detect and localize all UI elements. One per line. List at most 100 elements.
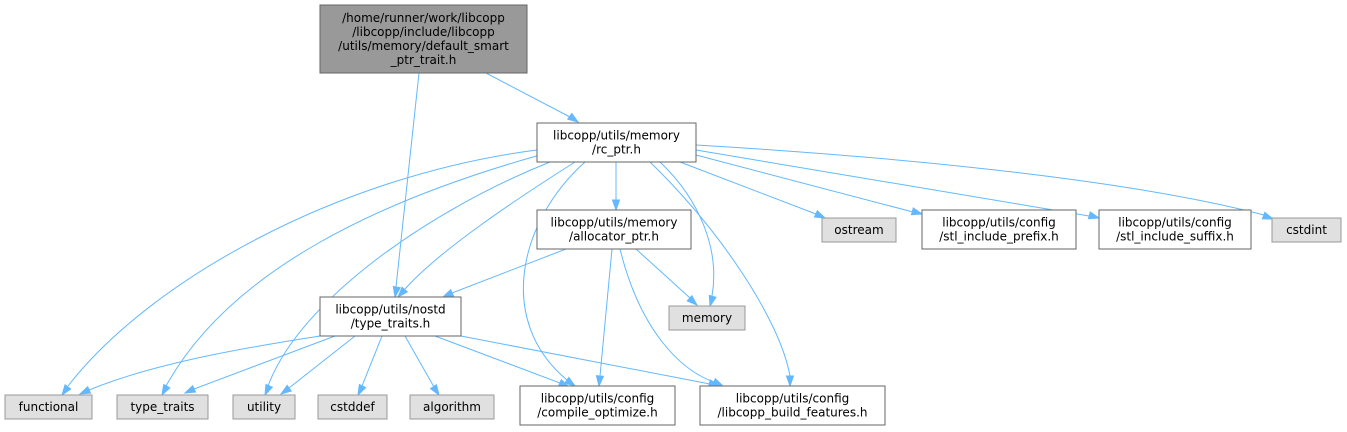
node-compile-optimize[interactable]: libcopp/utils/config/compile_optimize.h [519,385,676,426]
arrowhead [910,207,924,216]
node-root[interactable]: /home/runner/work/libcopp/libcopp/includ… [319,4,528,74]
edge-line [460,335,711,385]
node-label-line: /rc_ptr.h [592,143,641,157]
edge-rc_ptr-to-type_traits_h [396,161,576,299]
edge-type_traits_h-to-algorithm [404,335,440,397]
arrowhead [78,385,92,395]
edge-line [649,161,791,377]
node-label-line: functional [19,400,79,414]
node-box [519,385,676,426]
edge-rc_ptr-to-stl_include_suffix [695,149,1101,220]
node-stl-include-prefix[interactable]: libcopp/utils/config/stl_include_prefix.… [921,209,1077,250]
edge-line [679,161,817,215]
arrowhead [264,383,274,397]
edge-rc_ptr-to-functional [61,149,538,397]
arrowhead [595,375,605,388]
edge-rc_ptr-to-allocator_ptr [611,162,621,212]
edge-line [404,335,435,388]
edge-line [695,144,1265,216]
node-box [116,394,209,420]
edge-type_traits_h-to-type_traits [183,335,336,394]
edge-line [635,248,691,299]
node-box [668,305,746,331]
edges [61,72,1275,397]
node-stl-include-suffix[interactable]: libcopp/utils/config/stl_include_suffix.… [1098,209,1252,250]
node-label-line: _ptr_trait.h [390,53,457,67]
edge-rc_ptr-to-utility [264,161,551,397]
node-box [536,122,697,163]
node-box [319,296,462,337]
arrowhead [441,288,455,298]
edge-line [404,161,576,290]
arrowhead [1087,211,1101,220]
arrowhead [183,384,197,394]
edge-type_traits_h-to-cstddef [357,335,383,397]
node-label-line: libcopp/utils/config [541,392,655,406]
arrowhead [708,294,717,308]
node-label-line: utility [247,400,281,414]
node-label-line: memory [682,311,732,325]
node-allocator-ptr[interactable]: libcopp/utils/memory/allocator_ptr.h [536,209,692,250]
node-label-line: libcopp/utils/nostd [335,303,445,317]
node-label-line: /stl_include_prefix.h [939,230,1059,244]
node-type-traits-h[interactable]: libcopp/utils/nostd/type_traits.h [319,296,462,337]
node-label-line: /stl_include_suffix.h [1116,230,1234,244]
edge-line [193,335,336,390]
node-label-line: cstddef [330,400,375,414]
node-label-line: /utils/memory/default_smart [338,39,509,53]
node-label-line: /home/runner/work/libcopp [342,11,505,25]
node-box [1271,217,1342,243]
node-label-line: libcopp/utils/config [736,392,850,406]
node-label-line: /allocator_ptr.h [569,230,659,244]
edge-line [695,149,1090,217]
arrowhead [396,286,409,299]
edge-line [67,149,538,387]
node-box [319,4,528,74]
edge-rc_ptr-to-cstdint [695,144,1275,220]
edge-line [165,154,541,387]
arrowhead [279,384,293,395]
node-label-line: /type_traits.h [351,317,431,331]
edge-line [395,72,420,288]
arrowhead [392,285,402,299]
node-label-line: libcopp/utils/memory [553,129,680,143]
edge-line [451,248,567,294]
node-box [699,385,886,426]
edge-root-to-type_traits_h [392,72,420,299]
edge-line [599,248,613,377]
edge-line [522,161,586,381]
edge-allocator_ptr-to-memory [635,248,699,307]
node-functional: functional [4,394,93,420]
arrowhead [357,383,367,397]
node-cstdint: cstdint [1271,217,1342,243]
node-algorithm: algorithm [409,394,495,420]
edge-rc_ptr-to-type_traits [161,154,541,397]
node-label-line: cstdint [1286,223,1327,237]
node-label-line: /libcopp/include/libcopp [352,25,495,39]
edge-line [88,335,321,391]
edge-line [361,335,383,387]
node-label-line: libcopp/utils/memory [551,216,678,230]
node-cstddef: cstddef [317,394,388,420]
node-utility: utility [232,394,296,420]
edge-line [619,248,715,383]
node-ostream: ostream [821,217,897,243]
edge-line [288,335,356,389]
edge-line [659,161,715,297]
node-label-line: type_traits [130,400,194,414]
edge-type_traits_h-to-utility [279,335,356,395]
node-rc-ptr[interactable]: libcopp/utils/memory/rc_ptr.h [536,122,697,163]
node-label-line: libcopp/utils/config [1118,216,1232,230]
node-label-line: /libcopp_build_features.h [717,406,867,420]
node-label-line: /compile_optimize.h [537,406,657,420]
node-label-line: algorithm [423,400,481,414]
node-box [921,209,1077,250]
node-memory: memory [668,305,746,331]
arrowhead [61,384,72,397]
node-box [232,394,296,420]
arrowhead [813,209,827,219]
node-box [536,209,692,250]
node-libcopp-build-features[interactable]: libcopp/utils/config/libcopp_build_featu… [699,385,886,426]
edge-line [434,335,561,384]
